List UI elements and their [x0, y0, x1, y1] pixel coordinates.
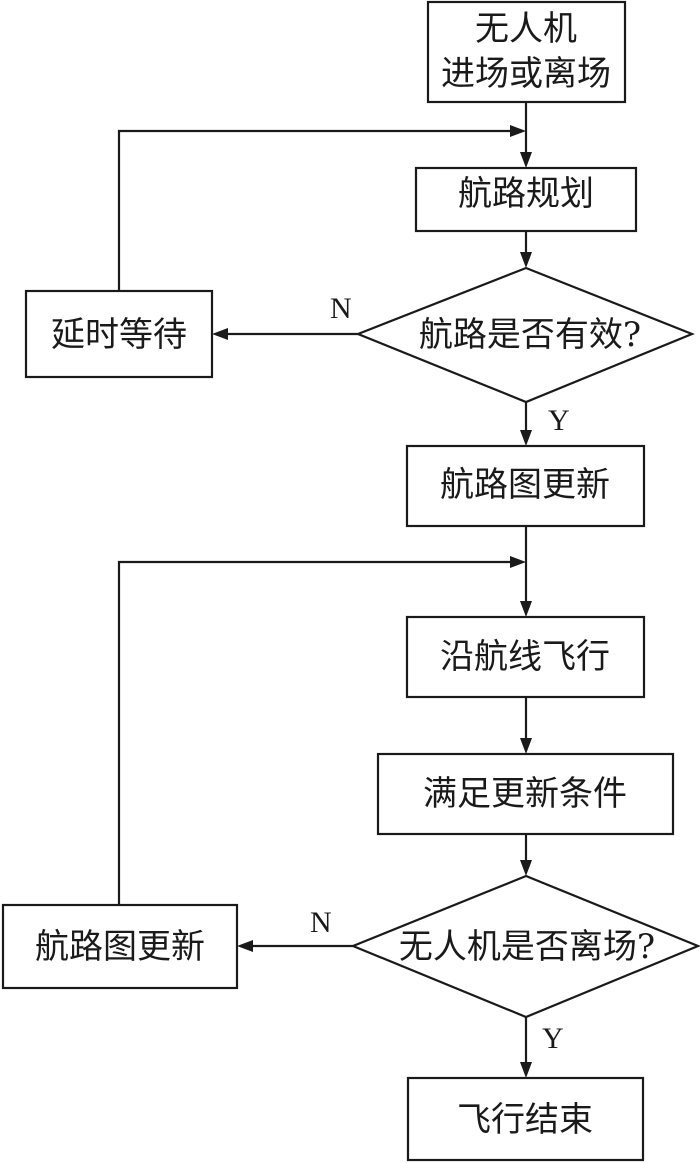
- map-update-box-2: [1, 903, 239, 990]
- departed-no-label: N: [310, 906, 332, 939]
- map-update-label-1: 航路图更新: [440, 465, 610, 505]
- flight-end-box: [406, 1076, 645, 1162]
- departed-yes-label: Y: [542, 1022, 564, 1055]
- arrowhead-map-update-1: [520, 430, 532, 446]
- route-valid-label: 航路是否有效?: [419, 315, 641, 355]
- route-planning-box: [414, 166, 638, 233]
- arrowhead-planning: [520, 152, 532, 168]
- start-label-line2: 进场或离场: [441, 54, 611, 94]
- update-condition-label: 满足更新条件: [423, 774, 627, 814]
- update-condition-box: [376, 752, 675, 836]
- map-update-label-2: 航路图更新: [35, 927, 205, 967]
- map-update-box-1: [405, 444, 646, 528]
- arrowhead-condition: [520, 738, 532, 754]
- connector-update2-loop: [117, 560, 518, 905]
- connector-delay-loop: [117, 129, 518, 291]
- arrowhead-valid: [520, 252, 532, 268]
- uav-departed-label: 无人机是否离场?: [399, 927, 655, 967]
- arrowhead-flight-end: [520, 1062, 532, 1078]
- arrowhead-map-update-2: [237, 940, 253, 952]
- valid-no-label: N: [330, 292, 352, 325]
- delay-wait-label: 延时等待: [51, 315, 187, 355]
- route-planning-label: 航路规划: [458, 174, 594, 214]
- valid-yes-label: Y: [548, 404, 570, 437]
- start-label-line1: 无人机: [475, 9, 577, 49]
- delay-wait-box: [24, 289, 214, 379]
- arrowhead-delay: [212, 328, 228, 340]
- arrowhead-fly: [520, 601, 532, 617]
- fly-along-box: [405, 615, 646, 699]
- arrowhead-delay-loop: [510, 125, 526, 137]
- start-box: [426, 0, 627, 104]
- flight-end-label: 飞行结束: [457, 1100, 593, 1140]
- arrowhead-update2-loop: [510, 556, 526, 568]
- arrowhead-departed: [520, 860, 532, 876]
- fly-along-label: 沿航线飞行: [440, 637, 610, 677]
